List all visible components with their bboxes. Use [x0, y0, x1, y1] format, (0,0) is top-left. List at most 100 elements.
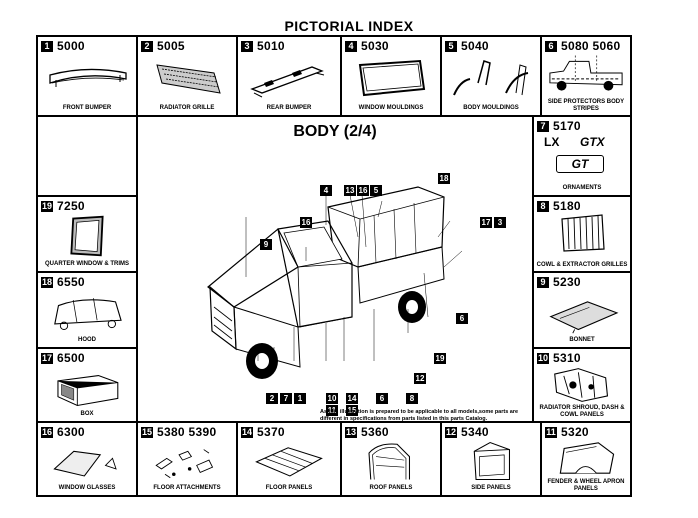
callout-12: 12	[414, 373, 426, 384]
body-moulding-icon	[446, 53, 536, 103]
index-number: 19	[41, 200, 54, 212]
cargo-box-icon	[42, 365, 132, 409]
bonnet-icon	[538, 289, 626, 335]
index-cell-fender[interactable]: 11 5320 FENDER & WHEEL APRON PANELS	[541, 422, 631, 496]
body-illustration-panel: BODY (2/4) 4 13 1	[137, 116, 533, 422]
ornament-gt-badge: GT	[556, 155, 604, 173]
index-cell-rear-bumper[interactable]: 3 5010 REAR BUMPER	[237, 36, 341, 116]
index-number: 16	[41, 426, 54, 438]
part-code: 6500	[57, 351, 85, 365]
part-code: 5010	[257, 39, 285, 53]
part-code: 6300	[57, 425, 85, 439]
roof-panel-icon	[346, 439, 436, 483]
ornament-lx-badge: LX	[544, 135, 560, 149]
part-caption: FENDER & WHEEL APRON PANELS	[547, 479, 625, 492]
cowl-grille-icon	[538, 213, 626, 253]
index-number: 8	[537, 200, 549, 212]
window-moulding-icon	[346, 53, 436, 103]
index-number: 17	[41, 352, 54, 364]
callout-9: 9	[260, 239, 272, 250]
part-caption: REAR BUMPER	[266, 105, 312, 111]
callout-1: 1	[294, 393, 306, 404]
callout-11: 11	[326, 405, 338, 416]
part-code: 5370	[257, 425, 285, 439]
floor-attachment-icon	[142, 439, 232, 483]
callout-10: 10	[326, 393, 338, 404]
part-caption: ROOF PANELS	[369, 485, 413, 491]
callout-2: 2	[266, 393, 278, 404]
ornament-gtx-badge: GTX	[580, 135, 605, 149]
index-cell-blank	[37, 116, 137, 196]
index-cell-front-bumper[interactable]: 1 5000 FRONT BUMPER	[37, 36, 137, 116]
part-caption: COWL & EXTRACTOR GRILLES	[536, 262, 628, 268]
part-code: 5005	[157, 39, 185, 53]
part-code: 6550	[57, 275, 85, 289]
index-number: 1	[41, 40, 53, 52]
window-glass-icon	[42, 439, 132, 483]
applicability-note: As this illustration is prepared to be a…	[320, 409, 519, 422]
part-code: 5180	[553, 199, 581, 213]
radiator-grille-icon	[142, 53, 232, 103]
callout-15: 15	[346, 405, 358, 416]
callout-7: 7	[280, 393, 292, 404]
index-number: 10	[537, 352, 550, 364]
index-cell-ornaments[interactable]: 7 5170 LX GTX GT ORNAMENTS	[533, 116, 631, 196]
part-caption: ORNAMENTS	[562, 185, 602, 191]
part-code: 5000	[57, 39, 85, 53]
part-code: 5030	[361, 39, 389, 53]
callout-13: 13	[344, 185, 356, 196]
index-number: 6	[545, 40, 557, 52]
index-number: 9	[537, 276, 549, 288]
part-code: 5340	[461, 425, 489, 439]
index-number: 7	[537, 120, 549, 132]
part-code: 5170	[553, 119, 581, 133]
index-number: 3	[241, 40, 253, 52]
index-number: 11	[545, 426, 557, 438]
callout-3: 3	[494, 217, 506, 228]
part-caption: FLOOR ATTACHMENTS	[153, 485, 221, 491]
part-code: 5320	[561, 425, 589, 439]
part-caption: SIDE PANELS	[471, 485, 511, 491]
part-code: 5040	[461, 39, 489, 53]
part-caption: RADIATOR SHROUD, DASH & COWL PANELS	[539, 405, 625, 418]
index-cell-cowl-grilles[interactable]: 8 5180 COWL & EXTRACTOR GRILLES	[533, 196, 631, 272]
part-caption: QUARTER WINDOW & TRIMS	[45, 261, 129, 267]
callout-8: 8	[406, 393, 418, 404]
callout-14: 14	[346, 393, 358, 404]
pickup-truck-illustration	[207, 186, 463, 379]
index-cell-radiator-grille[interactable]: 2 5005 RADIATOR GRILLE	[137, 36, 237, 116]
rear-bumper-icon	[242, 53, 336, 103]
index-number: 15	[141, 426, 154, 438]
callout-19: 19	[434, 353, 446, 364]
part-caption: RADIATOR GRILLE	[159, 105, 215, 111]
index-number: 12	[445, 426, 458, 438]
part-caption: WINDOW GLASSES	[58, 485, 116, 491]
radiator-shroud-icon	[538, 365, 626, 405]
part-caption: FLOOR PANELS	[265, 485, 313, 491]
hood-cover-icon	[42, 289, 132, 335]
callout-4: 4	[320, 185, 332, 196]
index-number: 18	[41, 276, 54, 288]
body-section-title: BODY (2/4)	[293, 123, 377, 140]
callout-16: 16	[357, 185, 369, 196]
index-number: 5	[445, 40, 457, 52]
pictorial-index-grid: 1 5000 FRONT BUMPER 2 5005 RADIATOR GRILLE…	[36, 35, 632, 497]
part-caption: FRONT BUMPER	[62, 105, 112, 111]
index-number: 13	[345, 426, 358, 438]
part-caption: BONNET	[569, 337, 595, 343]
part-caption: HOOD	[78, 337, 96, 343]
index-number: 2	[141, 40, 153, 52]
